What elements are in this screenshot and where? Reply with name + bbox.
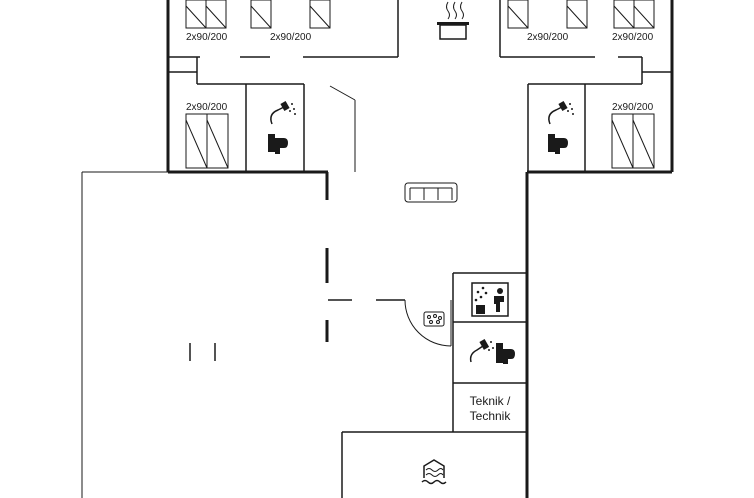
bed-top-right-b <box>613 0 655 29</box>
bed-top-left-b <box>250 0 331 29</box>
bed-label-top-right-a: 2x90/200 <box>527 32 569 43</box>
sauna-icon <box>471 282 509 317</box>
bed-mid-right <box>611 113 655 169</box>
sofa-icon <box>404 182 458 203</box>
technik-label-line2: Technik <box>470 409 512 423</box>
toilet-icon <box>268 134 288 154</box>
shower-icon <box>548 101 574 125</box>
outer-walls <box>81 0 674 498</box>
bed-mid-left <box>185 113 229 169</box>
shower-icon <box>469 339 494 363</box>
shower-icon <box>270 101 296 125</box>
whirlpool-icon <box>423 311 445 327</box>
bed-label-top-left-b: 2x90/200 <box>270 32 312 43</box>
technik-label-line1: Teknik / <box>470 394 511 408</box>
toilet-icon <box>496 343 515 364</box>
angled-partition <box>329 85 356 172</box>
pool-icon <box>421 459 447 485</box>
bed-label-mid-right: 2x90/200 <box>612 102 654 113</box>
bed-top-right-a <box>507 0 588 29</box>
bed-label-mid-left: 2x90/200 <box>186 102 228 113</box>
kitchen-pot-icon <box>437 1 469 40</box>
lower-interior-walls <box>189 272 527 498</box>
bed-top-left-a <box>185 0 227 29</box>
top-interior-walls <box>168 0 672 172</box>
bed-label-top-right-b: 2x90/200 <box>612 32 654 43</box>
bed-label-top-left-a: 2x90/200 <box>186 32 228 43</box>
toilet-icon <box>548 134 568 154</box>
